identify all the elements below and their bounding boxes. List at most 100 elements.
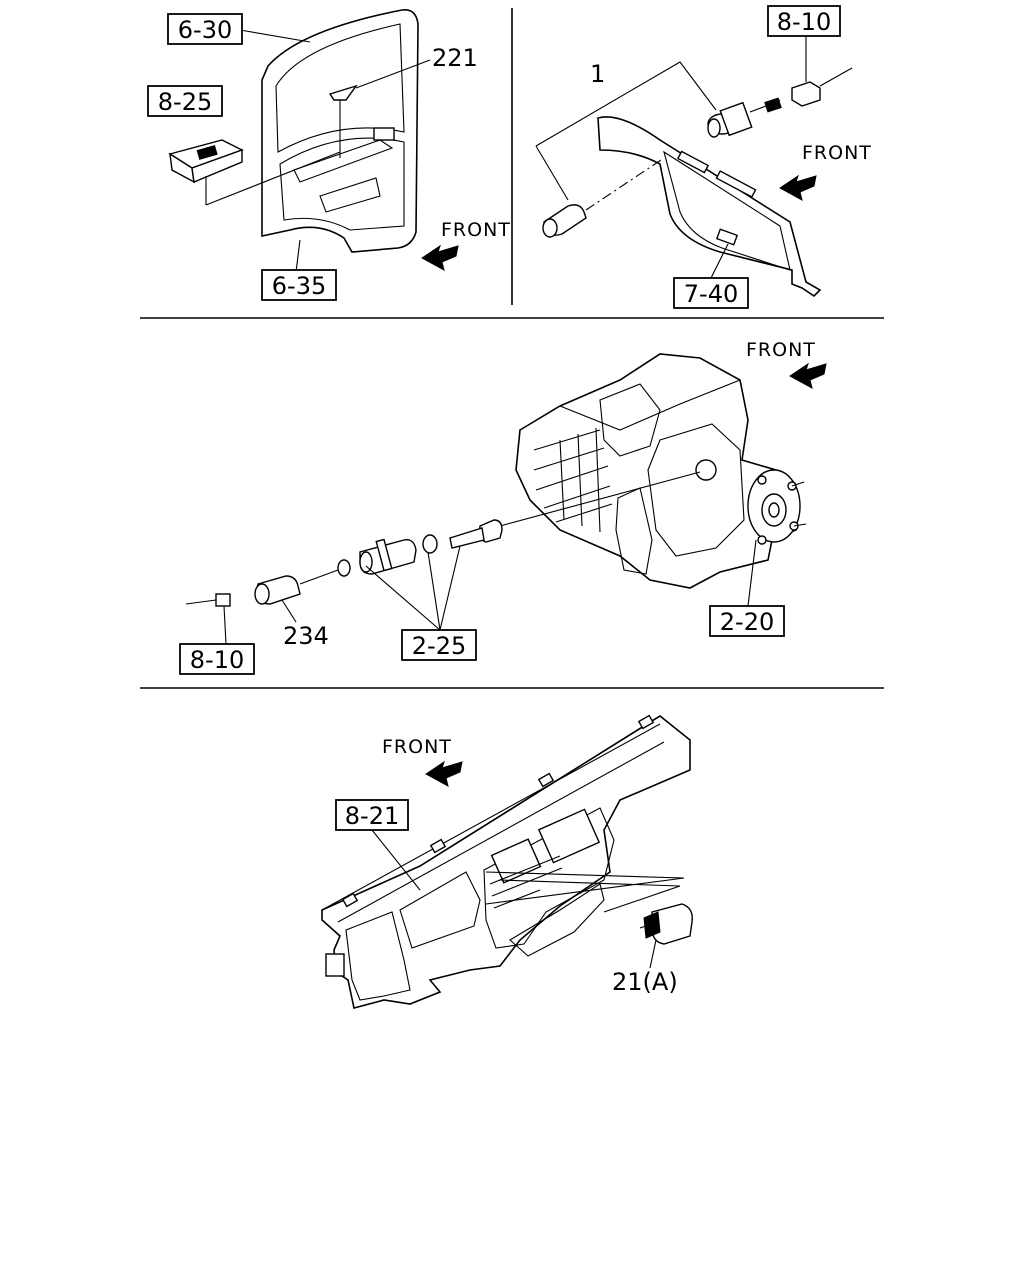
ref-2-25: 2-25: [412, 632, 466, 660]
instrument-cluster: [399, 871, 481, 949]
ref-box-8-10-mid: [179, 643, 255, 675]
housing-bore: [695, 459, 717, 481]
console-panel: [490, 838, 542, 884]
front-arrow-icon: [789, 362, 827, 389]
sensor-wire-clip: [764, 97, 782, 113]
ref-8-25: 8-25: [158, 88, 212, 116]
drive-shaft: [449, 527, 485, 549]
front-label-mount: FRONT: [802, 142, 872, 164]
bracket-slot-2: [715, 170, 757, 198]
flange-stud-2: [791, 481, 805, 487]
front-label-transmission: FRONT: [746, 339, 816, 361]
speed-sensor-wire: [299, 569, 339, 585]
plug-axis: [585, 157, 665, 211]
leader-2-25: [365, 545, 461, 631]
dash-vent-4: [341, 892, 359, 908]
bracket-body: [597, 116, 822, 298]
housing-ribs-1: [533, 429, 613, 523]
leader-7-40: [709, 243, 729, 281]
bracket-slot-1: [676, 150, 710, 174]
sensor-housing: [719, 101, 753, 137]
sensor-plug-wire: [185, 599, 217, 605]
ref-box-8-21: [335, 799, 409, 831]
ref-6-35: 6-35: [272, 272, 326, 300]
flange-bolt-4: [757, 535, 767, 545]
ref-box-2-20: [709, 605, 785, 637]
leader-2-20: [747, 539, 757, 607]
connector-wire: [819, 67, 853, 87]
leader-8-25-b: [205, 151, 341, 206]
ref-box-6-30: [167, 13, 243, 45]
dash-side-vent: [325, 953, 345, 977]
connector-box: [791, 81, 821, 107]
window-switch-button: [196, 145, 218, 160]
dash-glovebox: [509, 883, 605, 957]
leader-8-10-mid: [223, 605, 227, 645]
front-label-dashboard: FRONT: [382, 736, 452, 758]
leader-6-35: [295, 239, 301, 273]
ref-8-21: 8-21: [345, 802, 399, 830]
ref-box-7-40: [673, 277, 749, 309]
ref-8-10-mid: 8-10: [190, 646, 244, 674]
center-console: [483, 807, 615, 949]
door-inner-panel: [279, 137, 405, 231]
dash-vent-3: [429, 838, 447, 854]
leader-8-21: [371, 829, 421, 891]
ref-6-30: 6-30: [178, 16, 232, 44]
part-number-1: 1: [590, 60, 605, 88]
sleeve-end: [359, 551, 373, 573]
housing-top-edge: [559, 379, 741, 431]
front-label-door: FRONT: [441, 219, 511, 241]
dash-switch-face: [643, 911, 661, 939]
seal-ring: [337, 559, 351, 577]
housing-mount-bracket: [615, 487, 653, 575]
plug-end: [542, 218, 558, 238]
ref-box-6-35: [261, 269, 337, 301]
gear-train-axis: [499, 471, 701, 527]
housing-ribs-2: [559, 427, 601, 533]
bracket-face: [663, 150, 791, 271]
ref-box-8-25: [147, 85, 223, 117]
door-window-frame: [275, 23, 405, 153]
door-outline: [261, 8, 419, 253]
door-panel-group: 6-30 8-25 6-35 221 FRONT: [147, 8, 511, 301]
housing-side-plate: [647, 423, 745, 557]
sensor-tip: [707, 118, 721, 138]
sensor-plug: [215, 593, 231, 607]
ref-box-8-10-top: [767, 5, 841, 37]
dash-switch-pin: [639, 925, 647, 929]
window-switch-front: [191, 149, 243, 183]
ref-8-10-top: 8-10: [777, 8, 831, 36]
bracket-slot-3: [715, 228, 739, 246]
ref-2-20: 2-20: [720, 608, 774, 636]
part-number-221: 221: [432, 44, 478, 72]
dash-vent-1: [637, 714, 655, 730]
part-number-21a: 21(A): [612, 968, 678, 996]
console-screen: [537, 808, 601, 864]
flange-stud-1: [793, 523, 807, 527]
console-switch-row: [489, 855, 563, 909]
door-switch-bezel: [373, 127, 395, 141]
transmission-panel-group: 234 2-25 8-10 2-20 FRONT: [179, 339, 827, 675]
leader-234: [281, 599, 297, 623]
part-number-234: 234: [283, 622, 329, 650]
transmission-housing: [515, 353, 799, 589]
speed-sensor-end: [254, 583, 270, 605]
ref-box-2-25: [401, 629, 477, 661]
housing-cover: [599, 383, 661, 457]
door-handle-recess: [319, 177, 381, 213]
front-arrow-icon: [779, 174, 817, 201]
leader-1: [535, 61, 717, 201]
dashboard-top-edge: [321, 723, 665, 923]
door-armrest: [293, 139, 394, 183]
leader-dash-switch: [485, 871, 685, 913]
mount-panel-group: 1 8-10 7-40 FRONT: [535, 5, 872, 309]
mirror-icon: [328, 84, 358, 101]
leader-221: [355, 59, 431, 89]
flange-center: [768, 502, 780, 518]
dash-vent-2: [537, 772, 555, 788]
dashboard-panel-group: 8-21 21(A) FRONT: [321, 714, 693, 1009]
sleeve-flange: [375, 538, 393, 572]
flange-bolt-1: [757, 475, 767, 485]
